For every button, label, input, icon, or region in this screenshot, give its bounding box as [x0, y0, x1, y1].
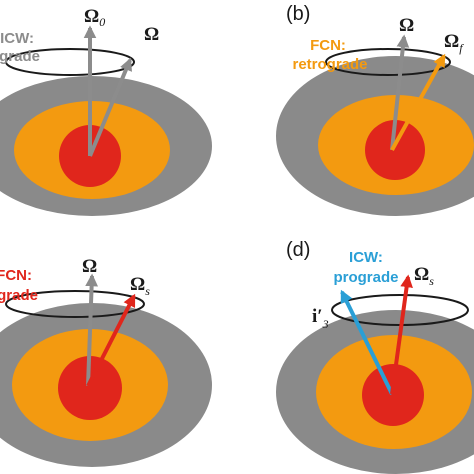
panel-b: (b) FCN: retrograde Ω Ωf	[276, 3, 474, 216]
panel-a-tilted-arrow	[88, 57, 132, 157]
panel-b-tilted-arrow	[390, 53, 446, 151]
panel-b-mode-line2: retrograde	[292, 56, 367, 73]
panel-a: ICW: prograde Ω0 Ω	[0, 6, 212, 216]
panel-a-mode-line2: prograde	[0, 48, 40, 65]
panel-d-tilted-arrow	[390, 274, 413, 395]
panel-b-tilted-label: Ωf	[444, 31, 464, 55]
panel-b-axis-arrow	[390, 34, 410, 151]
panel-c-mode-line1: FCN:	[0, 267, 32, 284]
panel-d-inner-core	[362, 364, 424, 426]
panel-c-tilted-arrow	[86, 293, 136, 387]
panel-b-axis-label: Ω	[399, 15, 414, 36]
panel-d-tilted-label: Ωs	[414, 264, 434, 288]
panel-d-axis-label: i′3	[312, 306, 329, 331]
panel-c-tilted-label: Ωs	[130, 274, 150, 298]
panel-a-tilted-label: Ω	[144, 24, 159, 45]
panel-c-precession-ellipse	[5, 290, 145, 318]
panel-a-mode-line1: ICW:	[0, 30, 34, 47]
panel-b-mode-line1: FCN:	[310, 37, 346, 54]
panel-a-axis-label: Ω0	[84, 6, 105, 29]
panel-b-precession-ellipse	[325, 48, 451, 76]
panel-d-mode-line1: ICW:	[349, 249, 383, 266]
panel-c-inner-core	[58, 356, 122, 420]
panel-a-precession-ellipse	[5, 48, 135, 76]
panel-d: (d) ICW: prograde i′3 Ωs	[276, 239, 474, 474]
panel-d-letter: (d)	[286, 239, 310, 261]
panel-c-axis-arrow	[85, 273, 99, 387]
panel-b-letter: (b)	[286, 3, 310, 25]
panel-b-inner-core	[365, 120, 425, 180]
panel-d-axis-arrow	[340, 289, 394, 395]
panel-c-mode-line2: prograde	[0, 287, 38, 304]
panel-c: FCN: prograde Ω Ωs	[0, 256, 212, 467]
panel-d-mode-line2: prograde	[333, 269, 398, 286]
panel-c-axis-label: Ω	[82, 256, 97, 277]
